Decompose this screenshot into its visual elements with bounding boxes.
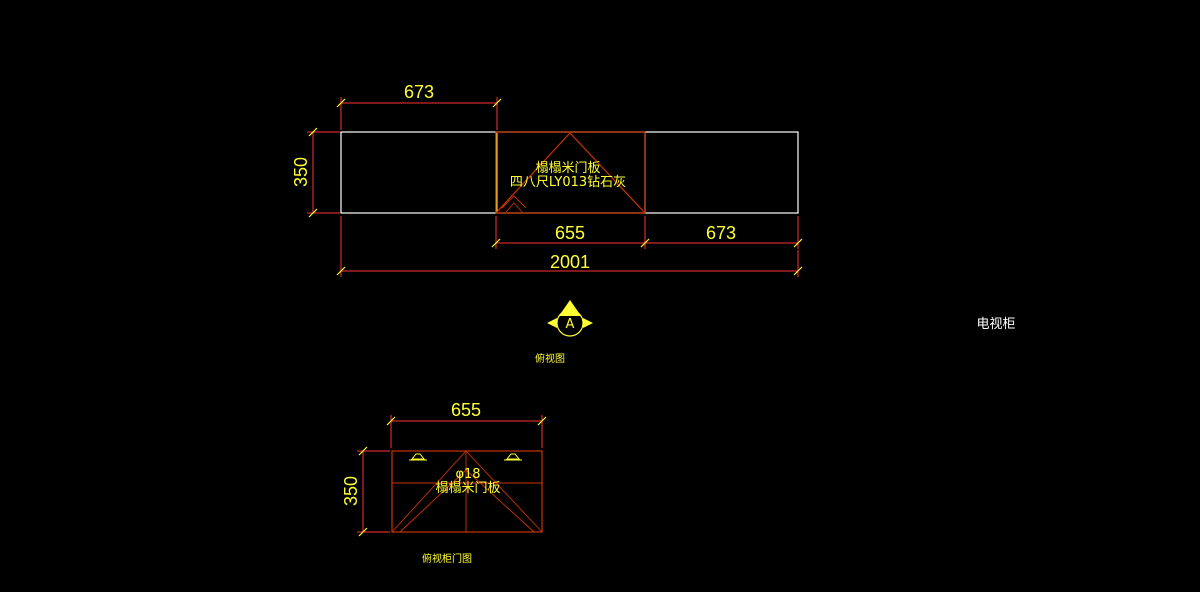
dim-bottom-segments: 655 673 xyxy=(491,216,803,249)
dim-total-width: 2001 xyxy=(336,216,803,277)
door-material-line2: 四八尺LY013钻石灰 xyxy=(510,175,626,190)
door-view-caption: 俯视柜门图 xyxy=(422,552,472,565)
section-marker-letter: A xyxy=(566,317,575,332)
hinge-left-icon xyxy=(409,453,427,461)
door-dim-width-label: 655 xyxy=(451,400,481,420)
section-marker-a[interactable]: A xyxy=(547,300,593,337)
door-panel: φ18 榻榻米门板 xyxy=(391,450,543,533)
dim-left-height-label: 350 xyxy=(291,157,311,187)
door-view: 655 350 xyxy=(341,400,547,565)
door-dim-height-label: 350 xyxy=(341,476,361,506)
dim-left-height: 350 xyxy=(291,127,340,218)
door-material-line1: 榻榻米门板 xyxy=(535,161,600,176)
top-view-caption: 俯视图 xyxy=(535,352,565,365)
top-view: 673 350 榻榻米门板 四八尺LY013钻石灰 xyxy=(291,82,803,365)
middle-door-panel: 榻榻米门板 四八尺LY013钻石灰 xyxy=(495,131,646,214)
dim-right-width-label: 673 xyxy=(706,223,736,243)
door-material-label: 榻榻米门板 xyxy=(435,481,500,496)
dim-total-width-label: 2001 xyxy=(550,252,590,272)
dim-top-left-width-label: 673 xyxy=(404,82,434,102)
drawing-title: 电视柜 xyxy=(976,317,1015,332)
dim-top-left-width: 673 xyxy=(336,82,502,130)
hinge-right-icon xyxy=(504,453,522,461)
door-dim-height: 350 xyxy=(341,446,390,537)
door-dim-width: 655 xyxy=(386,400,547,448)
dim-middle-width-label: 655 xyxy=(555,223,585,243)
door-center-label: φ18 xyxy=(455,467,480,482)
